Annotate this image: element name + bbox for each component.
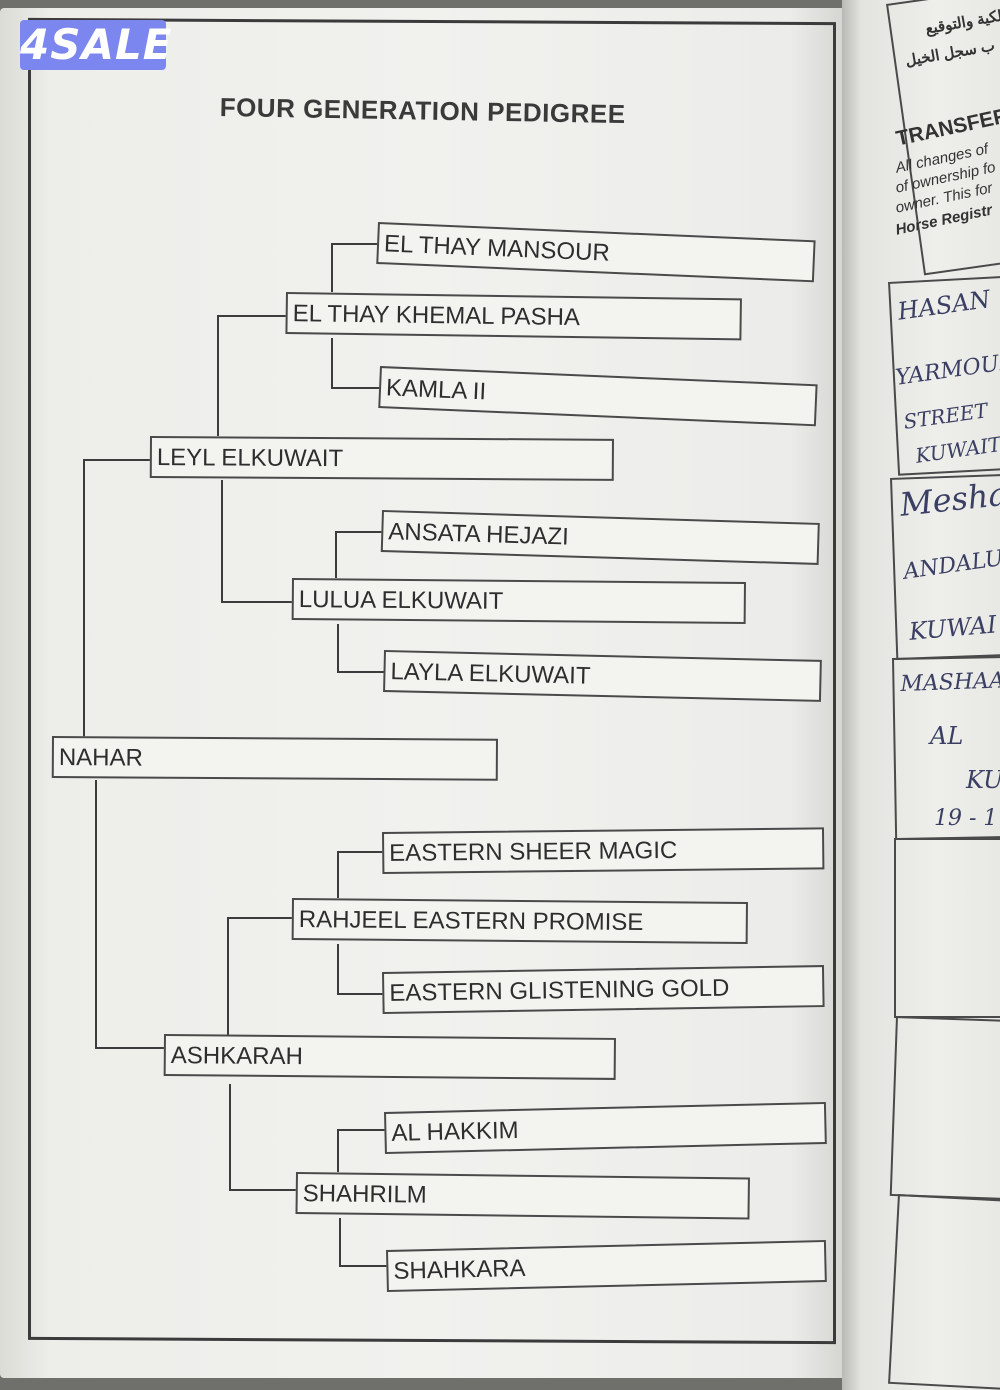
connector-nahar-sire: [83, 459, 150, 738]
connector-shahrilm-sire: [337, 1129, 386, 1172]
connector-rahjeel-dam: [337, 944, 384, 995]
handwriting-9: AL: [930, 722, 964, 750]
connector-lulua-dam: [337, 624, 386, 673]
connector-shahrilm-dam: [339, 1218, 388, 1267]
handwriting-11: 19 - 1: [934, 806, 998, 831]
horse-dam-sire-dam: EASTERN GLISTENING GOLD: [382, 965, 825, 1014]
horse-sire: LEYL ELKUWAIT: [149, 436, 614, 481]
connector-leyl-dam: [221, 480, 292, 603]
connector-rahjeel-sire: [337, 851, 384, 898]
watermark-badge: 4SALE: [20, 20, 173, 70]
horse-dam: ASHKARAH: [163, 1034, 616, 1080]
connector-khemal-sire: [331, 243, 378, 292]
horse-dam-dam: SHAHRILM: [295, 1172, 750, 1220]
connector-ashkarah-sire: [227, 917, 294, 1040]
horse-dam-sire: RAHJEEL EASTERN PROMISE: [291, 898, 748, 944]
connector-nahar-dam: [95, 780, 165, 1049]
owner-box-4: [894, 838, 1000, 1018]
handwriting-8: MASHAAL: [900, 667, 1000, 697]
horse-subject: NAHAR: [51, 736, 498, 781]
horse-sire-sire: EL THAY KHEMAL PASHA: [285, 292, 742, 341]
owner-box-6: [888, 1194, 1000, 1390]
connector-leyl-sire: [217, 315, 286, 436]
horse-dam-sire-sire: EASTERN SHEER MAGIC: [382, 827, 825, 874]
connector-ashkarah-dam: [229, 1084, 298, 1191]
right-page-panel: الملكية والتوقيع ب سجل الخيل TRANSFERS A…: [880, 0, 1000, 1390]
right-page: [842, 0, 1000, 1390]
connector-khemal-dam: [331, 338, 380, 389]
connector-lulua-sire: [335, 531, 384, 578]
owner-box-5: [889, 1016, 1000, 1201]
horse-sire-dam: LULUA ELKUWAIT: [291, 578, 746, 624]
handwriting-10: KU: [966, 766, 1000, 794]
